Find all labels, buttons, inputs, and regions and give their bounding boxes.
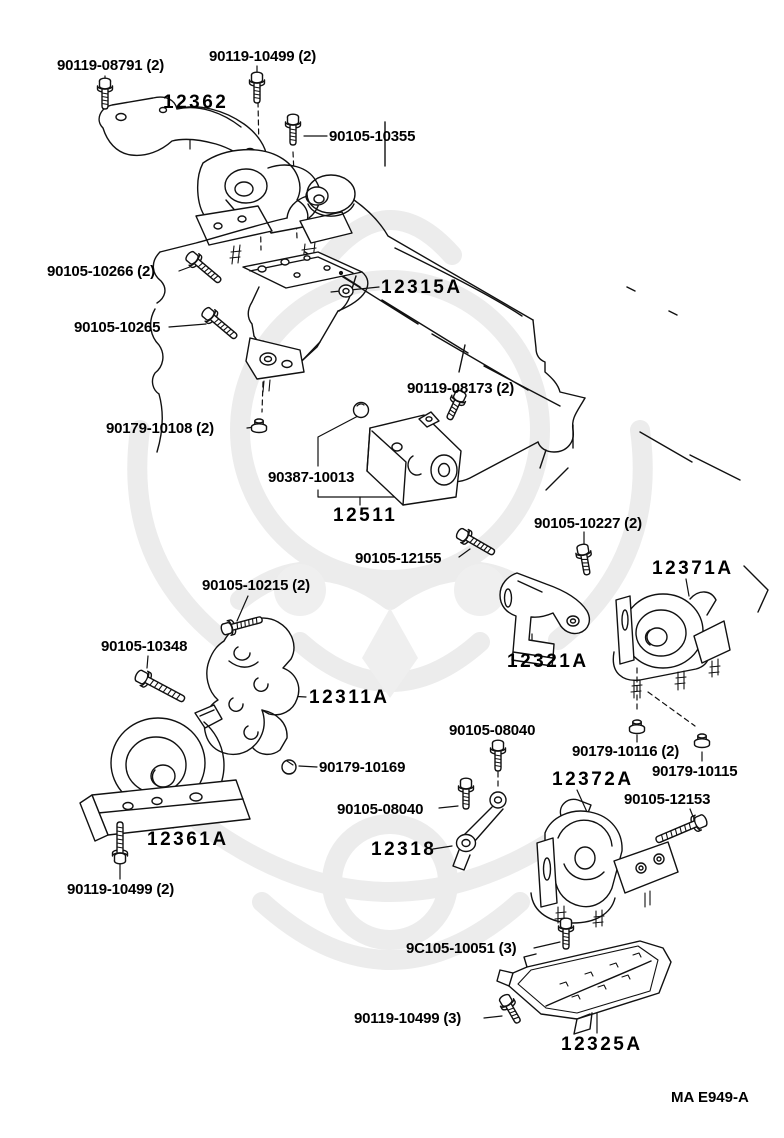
part-12511-drawing xyxy=(352,401,462,506)
part-12311a-drawing xyxy=(203,617,300,756)
part-12321a-drawing xyxy=(499,572,591,667)
nut-icon xyxy=(281,759,297,775)
part-label-90119-08791: 90119-08791 (2) xyxy=(57,57,165,74)
part-12315a-drawing xyxy=(242,251,369,393)
bolt-icon xyxy=(131,666,189,708)
part-12372a-drawing xyxy=(530,798,679,928)
part-label-90105-08040-lower: 90105-08040 xyxy=(337,801,424,818)
background-watermark xyxy=(127,210,653,970)
part-12318-drawing xyxy=(452,791,507,871)
part-label-12318: 12318 xyxy=(371,839,437,860)
part-label-12371a: 12371A xyxy=(652,558,734,579)
nut-icon xyxy=(628,719,646,735)
part-label-12362: 12362 xyxy=(163,92,229,113)
part-label-12372a: 12372A xyxy=(552,769,634,790)
part-label-90105-10227: 90105-10227 (2) xyxy=(534,515,642,532)
part-label-90179-10108: 90179-10108 (2) xyxy=(106,420,214,437)
bolt-icon xyxy=(182,247,226,288)
bolt-icon xyxy=(284,113,302,146)
part-label-90105-10348: 90105-10348 xyxy=(101,638,188,655)
part-12361a-drawing xyxy=(79,704,251,842)
bolt-icon xyxy=(652,811,710,849)
part-label-90105-10215: 90105-10215 (2) xyxy=(202,577,310,594)
fastener-icons xyxy=(96,71,711,1027)
part-label-90119-10499-left: 90119-10499 (2) xyxy=(67,881,175,898)
part-label-90387-10013: 90387-10013 xyxy=(268,469,355,486)
bolt-icon xyxy=(557,917,575,950)
drawing-code: MA E949-A xyxy=(671,1089,749,1106)
part-12371a-drawing xyxy=(612,591,731,699)
part-label-90105-10265: 90105-10265 xyxy=(74,319,161,336)
part-label-90105-12155: 90105-12155 xyxy=(355,550,442,567)
bolt-icon xyxy=(96,77,114,110)
bolt-icon xyxy=(573,542,596,577)
part-12325a-drawing xyxy=(496,940,672,1035)
part-label-90179-10169: 90179-10169 xyxy=(319,759,406,776)
nut-icon xyxy=(693,733,711,749)
part-label-90105-10266: 90105-10266 (2) xyxy=(47,263,155,280)
part-label-90119-08173: 90119-08173 (2) xyxy=(407,380,515,397)
part-12362-drawing xyxy=(98,96,353,265)
part-label-12361a: 12361A xyxy=(147,829,229,850)
part-label-12325a: 12325A xyxy=(561,1034,643,1055)
bolt-icon xyxy=(457,777,475,810)
bolt-icon xyxy=(248,71,266,104)
part-label-12311a: 12311A xyxy=(309,687,390,708)
part-label-12511: 12511 xyxy=(333,505,398,526)
part-label-90179-10116: 90179-10116 (2) xyxy=(572,743,680,760)
part-label-90105-08040-upper: 90105-08040 xyxy=(449,722,536,739)
part-label-12315a: 12315A xyxy=(381,277,463,298)
part-label-90179-10115: 90179-10115 xyxy=(652,763,738,780)
bolt-icon xyxy=(489,739,507,772)
part-label-90119-10499-top: 90119-10499 (2) xyxy=(209,48,317,65)
nut-icon xyxy=(250,418,268,434)
part-label-12321a: 12321A xyxy=(507,651,589,672)
part-label-90119-10499-bottom: 90119-10499 (3) xyxy=(354,1010,462,1027)
part-label-9c105-10051: 9C105-10051 (3) xyxy=(406,940,517,957)
part-label-90105-12153: 90105-12153 xyxy=(624,791,711,808)
engine-block-drawing xyxy=(149,121,769,613)
part-label-90105-10355: 90105-10355 xyxy=(329,128,416,145)
